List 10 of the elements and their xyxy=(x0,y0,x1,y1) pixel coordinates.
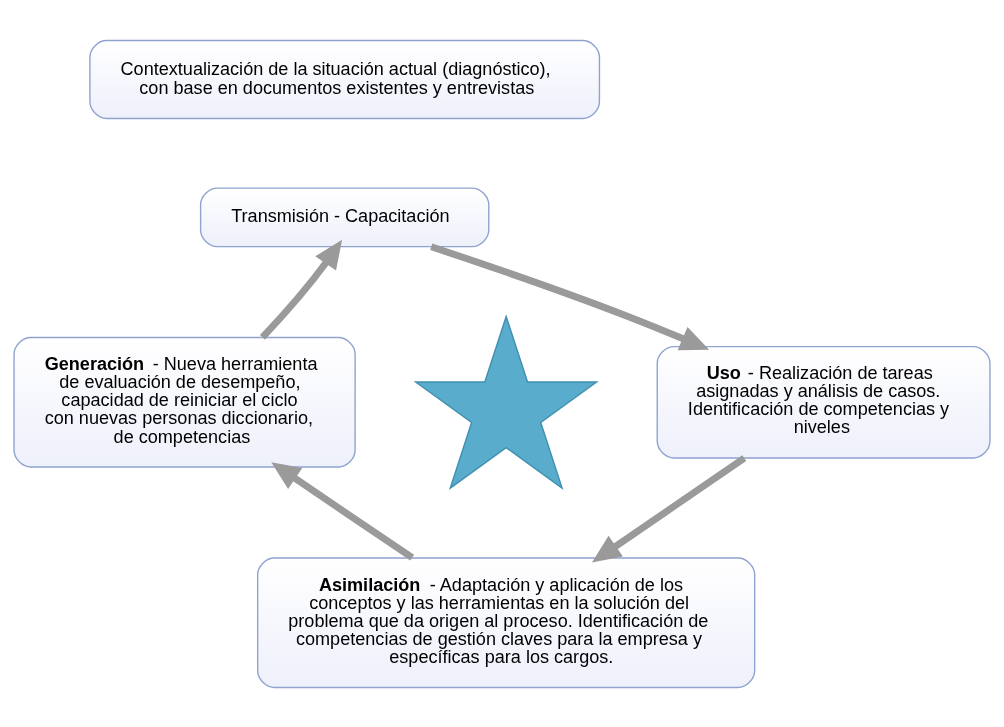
node-box: Uso - Realización de tareas asignadas y análisis de casos. Identificación de competencias y niveles xyxy=(656,345,991,459)
node-box: Transmisión - Capacitación xyxy=(199,186,490,247)
node-box: Generación - Nueva herramienta de evaluación de desempeño, capacidad de reiniciar el ciclo con nuevas personas diccionario, de competencias xyxy=(13,336,356,468)
arrow xyxy=(259,239,343,340)
node-box: Contextualización de la situación actual (diagnóstico), con base en documentos existentes y entrevistas xyxy=(89,39,601,119)
node-cross xyxy=(413,313,599,490)
arrow xyxy=(430,242,710,350)
arrow xyxy=(591,454,747,562)
arrow xyxy=(271,461,415,561)
node-box: Asimilación - Adaptación y aplicación de los conceptos y las herramientas en la solución del problema que da origen al proceso. Identificación de competencias de gestión claves para la empresa y específicas para los cargos. xyxy=(256,556,756,688)
